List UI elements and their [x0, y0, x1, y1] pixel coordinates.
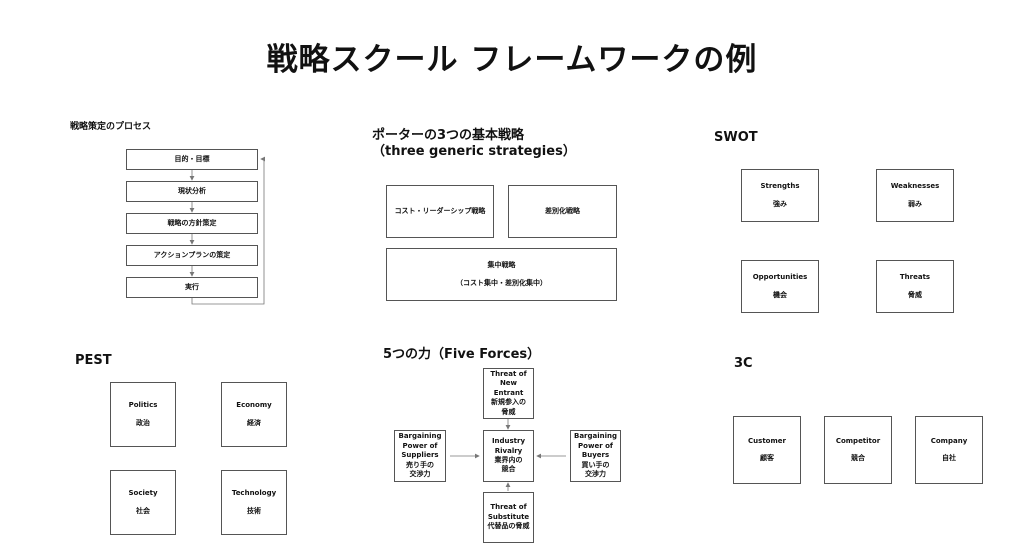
- differentiation-box: 差別化戦略: [508, 185, 617, 238]
- page-title: 戦略スクール フレームワークの例: [266, 42, 758, 78]
- pest-heading: PEST: [75, 353, 112, 368]
- five-forces-heading: 5つの力（Five Forces）: [383, 347, 541, 362]
- cost-leadership-box: コスト・リーダーシップ戦略: [386, 185, 494, 238]
- process-heading: 戦略策定のプロセス: [70, 122, 152, 132]
- process-step: 目的・目標: [126, 149, 258, 170]
- porter-heading: ポーターの3つの基本戦略 （three generic strategies）: [372, 128, 576, 160]
- substitute-box: Threat of Substitute 代替品の脅威: [483, 492, 534, 543]
- process-step: 実行: [126, 277, 258, 298]
- feedback-loop-arrow: [191, 156, 265, 305]
- suppliers-box: Bargaining Power of Suppliers 売り手の 交渉力: [394, 430, 446, 482]
- swot-heading: SWOT: [714, 130, 758, 145]
- process-step: アクションプランの策定: [126, 245, 258, 266]
- three-c-heading: 3C: [734, 356, 753, 371]
- process-step: 戦略の方針策定: [126, 213, 258, 234]
- new-entrant-box: Threat of New Entrant 新規参入の 脅威: [483, 368, 534, 419]
- process-step: 現状分析: [126, 181, 258, 202]
- industry-rivalry-box: Industry Rivalry 業界内の 競合: [483, 430, 534, 482]
- buyers-box: Bargaining Power of Buyers 買い手の 交渉力: [570, 430, 621, 482]
- focus-box: 集中戦略 （コスト集中・差別化集中）: [386, 248, 617, 301]
